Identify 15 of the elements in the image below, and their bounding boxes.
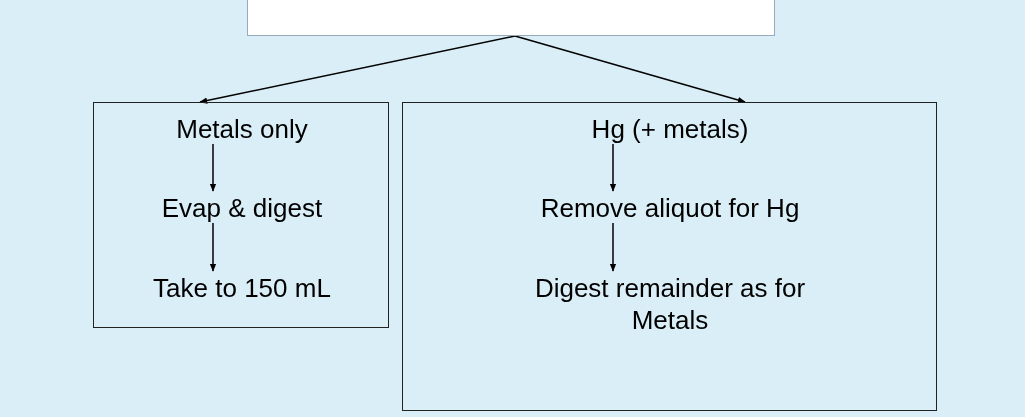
step-text: Hg (+ metals) [520,113,820,145]
title-box [247,0,775,36]
arrow [209,143,217,192]
step-text: Remove aliquot for Hg [500,192,840,224]
arrow [199,35,516,104]
step-text: Evap & digest [142,192,342,224]
arrow [514,35,746,104]
group-box [402,102,937,411]
arrow [209,222,217,272]
step-text: Take to 150 mL [132,272,352,304]
step-text: Digest remainder as for Metals [500,272,840,336]
arrow [609,222,617,272]
arrow [609,143,617,192]
group-box [93,102,389,328]
step-text: Metals only [142,113,342,145]
